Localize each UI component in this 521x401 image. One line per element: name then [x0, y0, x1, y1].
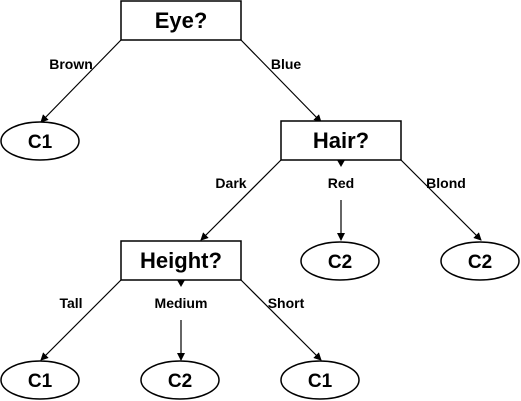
- node-height-label: Height?: [140, 248, 222, 273]
- edge-label-brown: Brown: [49, 56, 93, 72]
- edge-hair-blond: [400, 159, 482, 241]
- leaf-blond-label: C2: [468, 252, 492, 273]
- edge-label-red: Red: [328, 175, 354, 191]
- leaf-red-label: C2: [328, 252, 352, 273]
- leaf-brown: C1: [0, 121, 80, 161]
- node-hair-label: Hair?: [313, 128, 369, 153]
- leaf-brown-label: C1: [28, 132, 53, 153]
- edge-eye-blue: [240, 39, 322, 123]
- leaf-medium: C2: [140, 360, 220, 400]
- edge-label-tall: Tall: [59, 295, 82, 311]
- leaf-medium-label: C2: [168, 371, 192, 392]
- hair-connector-arrow: [337, 160, 345, 167]
- edge-hair-dark: [200, 159, 282, 241]
- leaf-short-label: C1: [308, 371, 333, 392]
- leaf-tall-label: C1: [28, 371, 53, 392]
- edge-label-blue: Blue: [271, 56, 302, 72]
- edge-eye-brown: [40, 39, 122, 123]
- edge-label-blond: Blond: [426, 175, 466, 191]
- node-hair: Hair?: [280, 120, 402, 161]
- node-eye-label: Eye?: [155, 8, 208, 33]
- edge-height-short: [240, 279, 322, 361]
- edge-label-medium: Medium: [155, 295, 208, 311]
- edge-height-tall: [40, 279, 122, 361]
- node-eye: Eye?: [120, 0, 242, 41]
- leaf-red: C2: [300, 241, 380, 281]
- leaf-short: C1: [280, 360, 360, 400]
- leaf-tall: C1: [0, 360, 80, 400]
- node-height: Height?: [120, 240, 242, 281]
- height-connector-arrow: [177, 280, 185, 287]
- edge-label-dark: Dark: [215, 175, 246, 191]
- leaf-blond: C2: [440, 241, 520, 281]
- edge-label-short: Short: [268, 295, 305, 311]
